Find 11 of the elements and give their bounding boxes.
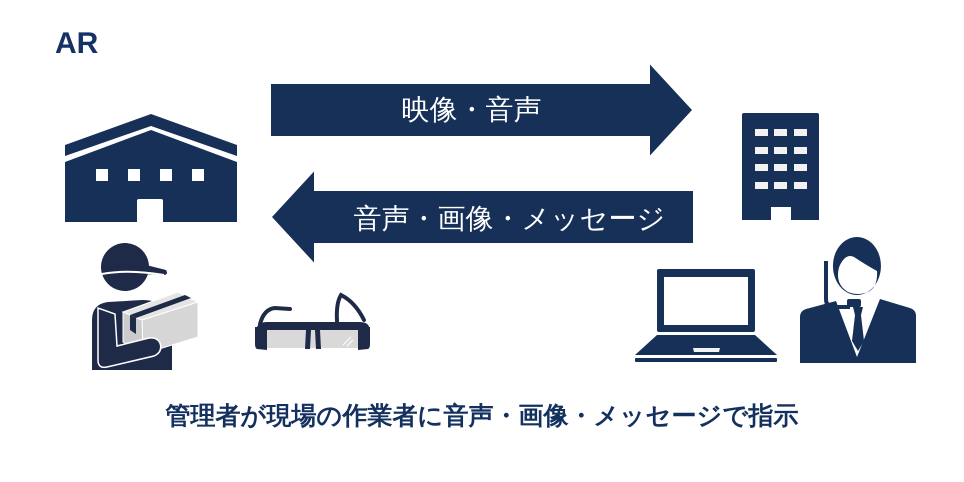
office-building-icon: [742, 113, 819, 220]
operator-with-headset-icon: [800, 237, 916, 363]
warehouse-icon: [65, 114, 237, 222]
title: AR: [55, 29, 98, 59]
smart-glasses-icon: [255, 293, 370, 350]
caption: 管理者が現場の作業者に音声・画像・メッセージで指示: [166, 401, 798, 431]
worker-carrying-box-icon: [92, 242, 198, 370]
laptop-icon: [635, 269, 777, 362]
edge-label: 音声・画像・メッセージ: [354, 202, 666, 236]
block-arrow: [271, 64, 692, 156]
edge-label: 映像・音声: [402, 93, 542, 127]
